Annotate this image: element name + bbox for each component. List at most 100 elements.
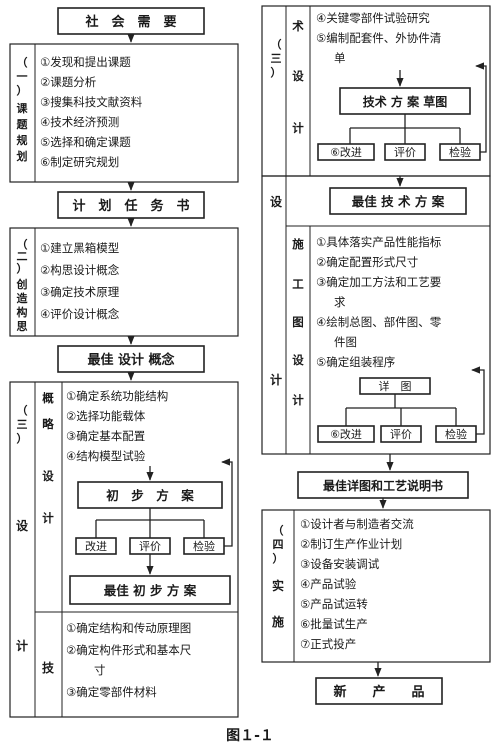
svg-text:课: 课 — [17, 101, 29, 115]
list-item: ③确定技术原理 — [40, 285, 120, 299]
sketch-design-label: 概 略 设 计 — [42, 391, 54, 525]
improve-label: ⑥改进 — [330, 145, 362, 159]
evaluate-label: 评价 — [139, 540, 161, 553]
svg-text:规: 规 — [17, 133, 28, 147]
best-tech-scheme-box — [329, 187, 467, 215]
list-item: ①建立黑箱模型 — [40, 241, 119, 255]
implementation-stage-label: （ 四 ） 实 施 — [272, 524, 284, 629]
figure-caption: 图１-１ — [226, 728, 274, 744]
list-item: ⑤编制配套件、外协件清 — [316, 31, 441, 45]
evaluate-label: 评价 — [390, 428, 412, 441]
best-concept-text: 最佳 设计 概念 — [87, 352, 174, 368]
list-item: ①确定系统功能结构 — [66, 389, 168, 403]
svg-text:）: ） — [17, 84, 28, 97]
verify-label: 检验 — [193, 539, 215, 553]
tech-design-label-left: 技 — [42, 660, 55, 675]
tech-draft-text: 技术 方 案 草图 — [363, 94, 448, 109]
svg-text:）: ） — [271, 66, 282, 79]
improve-label: ⑥改进 — [330, 427, 362, 441]
list-item: 单 — [334, 51, 346, 65]
list-item: ①发现和提出课题 — [40, 55, 131, 69]
best-concept-box — [57, 345, 205, 373]
list-item: ④结构模型试验 — [66, 449, 146, 463]
svg-text:设: 设 — [292, 69, 304, 83]
list-item: ④绘制总图、部件图、零 — [316, 315, 442, 329]
list-item: ④评价设计概念 — [40, 307, 120, 321]
svg-text:施: 施 — [292, 237, 304, 251]
evaluate-label: 评价 — [394, 146, 416, 159]
svg-text:三: 三 — [271, 52, 282, 65]
list-item: ②选择功能载体 — [66, 409, 146, 423]
list-item: ④产品试验 — [300, 577, 357, 591]
task-book-text: 计 划 任 务 书 — [72, 198, 189, 214]
design-label-she: 设 — [270, 194, 283, 209]
planning-list: ①发现和提出课题 ②课题分析 ③搜集科技文献资料 ④技术经济预测 ⑤选择和确定课… — [40, 55, 143, 169]
svg-text:计: 计 — [42, 511, 54, 525]
svg-text:（: （ — [271, 38, 282, 51]
svg-text:造: 造 — [17, 291, 29, 305]
list-item: 件图 — [334, 335, 357, 349]
social-need-box — [57, 7, 205, 35]
list-item: ②确定配置形式尺寸 — [316, 255, 418, 269]
svg-text:二: 二 — [17, 250, 28, 263]
construction-list: ①具体落实产品性能指标 ②确定配置形式尺寸 ③确定加工方法和工艺要 求 ④绘制总… — [316, 235, 442, 369]
concept-list: ①建立黑箱模型 ②构思设计概念 ③确定技术原理 ④评价设计概念 — [40, 241, 120, 321]
svg-text:题: 题 — [17, 118, 29, 131]
tech-feedback-loop: ⑥改进 评价 检验 — [317, 62, 487, 161]
list-item: ⑤选择和确定课题 — [40, 135, 131, 149]
implementation-stage-frame — [261, 509, 491, 663]
svg-text:设: 设 — [42, 469, 54, 483]
preliminary-scheme-box — [77, 481, 223, 509]
detail-review-text: 详 图 — [379, 379, 412, 393]
list-item: ②制订生产作业计划 — [300, 537, 402, 551]
list-item: ③确定基本配置 — [66, 429, 145, 443]
tech-design-list-right: ④关键零部件试验研究 ⑤编制配套件、外协件清 单 — [316, 11, 441, 65]
planning-stage-label: （ 一 ） 课 题 规 划 — [17, 56, 29, 163]
implementation-list: ①设计者与制造者交流 ②制订生产作业计划 ③设备安装调试 ④产品试验 ⑤产品试运… — [300, 517, 414, 651]
list-item: ①设计者与制造者交流 — [300, 517, 414, 531]
best-detail-text: 最佳详图和工艺说明书 — [323, 478, 443, 493]
tech-draft-box — [339, 87, 471, 115]
list-item: 寸 — [94, 663, 106, 677]
design-stage-label-left: （ 三 ） 设 计 — [16, 404, 29, 653]
list-item: ②构思设计概念 — [40, 263, 120, 277]
construction-drawing-frame — [261, 175, 491, 455]
list-item: ⑤确定组装程序 — [316, 355, 395, 369]
best-preliminary-text: 最佳 初 步 方 案 — [104, 583, 197, 598]
design-label-ji: 计 — [270, 372, 282, 387]
planning-stage-frame — [9, 43, 239, 183]
sketch-feedback-loop: 改进 评价 检验 — [75, 458, 233, 555]
tech-design-list-left: ①确定结构和传动原理图 ②确定构件形式和基本尺 寸 ③确定零部件材料 — [66, 621, 192, 699]
list-item: ①具体落实产品性能指标 — [316, 235, 441, 249]
svg-text:创: 创 — [16, 277, 28, 291]
svg-text:（: （ — [17, 56, 28, 69]
svg-text:计: 计 — [292, 121, 304, 135]
svg-text:）: ） — [273, 552, 284, 565]
list-item: ③搜集科技文献资料 — [40, 95, 143, 109]
preliminary-scheme-text: 初 步 方 案 — [106, 488, 194, 503]
svg-text:四: 四 — [273, 538, 284, 551]
svg-text:构: 构 — [17, 305, 28, 319]
social-need-text: 社 会 需 要 — [84, 14, 176, 30]
tech-design-label-right: 术 设 计 — [291, 19, 304, 135]
list-item: ③确定零部件材料 — [66, 685, 157, 699]
svg-text:略: 略 — [42, 417, 54, 431]
svg-text:实: 实 — [272, 578, 284, 593]
svg-text:设: 设 — [292, 353, 304, 367]
svg-text:）: ） — [17, 262, 28, 275]
improve-label: 改进 — [85, 539, 107, 553]
svg-text:（: （ — [17, 404, 28, 417]
svg-text:术: 术 — [291, 19, 304, 33]
best-tech-scheme-text: 最佳 技 术 方 案 — [352, 194, 445, 209]
best-preliminary-box — [69, 575, 231, 605]
svg-text:概: 概 — [42, 391, 54, 405]
new-product-box — [315, 677, 443, 705]
svg-text:划: 划 — [17, 149, 28, 163]
list-item: ②确定构件形式和基本尺 — [66, 643, 192, 657]
list-item: 求 — [334, 295, 346, 309]
list-item: ⑥批量试生产 — [300, 617, 368, 631]
list-item: ③设备安装调试 — [300, 557, 380, 571]
svg-text:三: 三 — [17, 418, 28, 431]
svg-text:（: （ — [17, 238, 28, 251]
